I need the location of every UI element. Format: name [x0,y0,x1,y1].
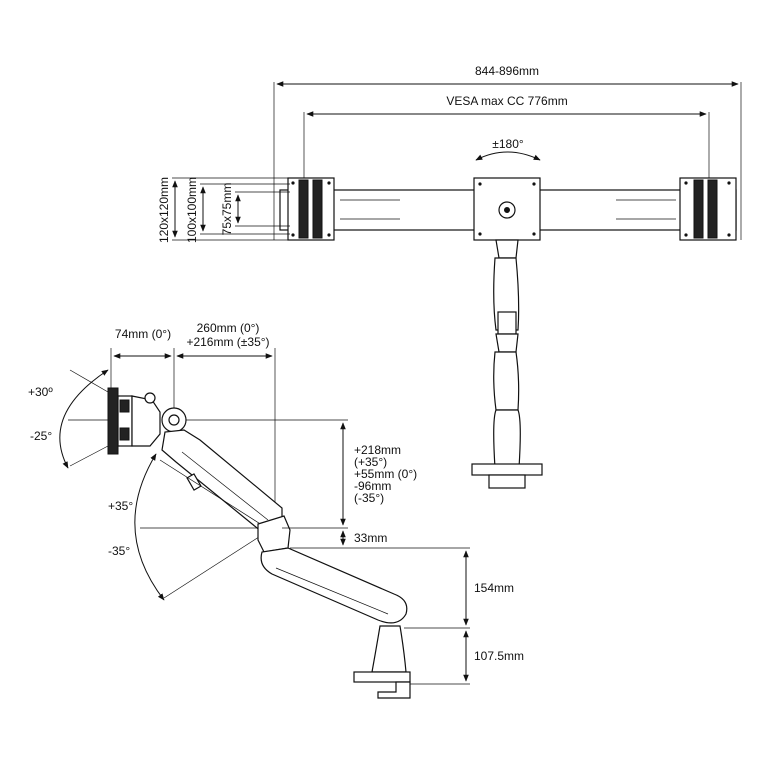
tilt-arc [59,369,109,469]
vesa-hole [291,233,295,237]
depth-label: 74mm (0°) [115,327,171,341]
side-desk-clamp-top [353,671,411,683]
side-tilt-screw [144,392,156,404]
side-tilt-knob [119,399,130,413]
side-upper-arm-edge [181,451,269,521]
arm-swing-arc [134,453,165,601]
side-head-pivot-core [168,414,180,426]
hub-hole [478,182,482,186]
front-desk-clamp-screw [488,474,526,489]
side-desk-clamp-jaw [377,681,411,699]
height-label-line5: (-35°) [354,491,384,505]
reach-label-line2: +216mm (±35°) [186,335,269,349]
gap-label: 33mm [354,531,387,545]
height-label-line2: (+35°) [354,455,387,469]
front-lower-arm [493,351,520,411]
vesa-100-label: 100x100mm [185,177,199,243]
front-elbow [495,333,519,353]
left-vesa-rail [312,179,323,239]
pole-label: 107.5mm [474,649,524,663]
vesa-hole [727,233,731,237]
hub-hole [532,232,536,236]
tilt-down-label: -25° [30,429,52,443]
side-vesa-plate [107,387,119,455]
vesa-hole [291,181,295,185]
tilt-ref-line-top [69,369,109,393]
right-vesa-rail [707,179,718,239]
front-desk-clamp-top [471,463,543,476]
vesa-hole [684,233,688,237]
side-tilt-knob [119,427,130,441]
front-pole [493,409,521,469]
overall-width-label: 844-896mm [475,64,539,78]
height-label-line3: +55mm (0°) [354,467,417,481]
rotation-arc [475,151,541,161]
reach-label-line1: 260mm (0°) [197,321,260,335]
hub-hole [478,232,482,236]
lower-arm-label: 154mm [474,581,514,595]
side-view: 74mm (0°) 260mm (0°) +216mm (±35°) +30º … [28,321,524,699]
left-vesa-rail [298,179,309,239]
right-vesa-rail [693,179,704,239]
height-label-line4: -96mm [354,479,391,493]
rotation-label: ±180° [492,137,524,151]
arm-ref-line-down [163,534,263,599]
vesa-75-label: 75x75mm [220,183,234,236]
front-arm-joint [495,239,519,259]
side-pole [371,625,407,673]
vesa-hole [327,233,331,237]
vesa-hole [327,181,331,185]
arm-down-label: -35° [108,544,130,558]
arm-up-label: +35° [108,499,133,513]
height-label-line1: +218mm [354,443,401,457]
vesa-cc-label: VESA max CC 776mm [446,94,567,108]
hub-hole [532,182,536,186]
arm-ref-line-up [159,459,263,526]
center-hub-bolt-core [504,207,510,213]
vesa-hole [684,181,688,185]
tilt-ref-line-bottom [69,445,109,467]
left-vesa-plate [287,177,335,241]
vesa-hole [727,181,731,185]
front-arm-clamp [497,311,517,335]
vesa-120-label: 120x120mm [157,177,171,243]
tilt-up-label: +30º [28,385,53,399]
side-lower-arm [260,547,408,624]
top-view: 844-896mm VESA max CC 776mm ±180° [157,64,742,489]
side-lower-arm-edge [275,567,389,615]
side-tilt-head [131,395,161,447]
